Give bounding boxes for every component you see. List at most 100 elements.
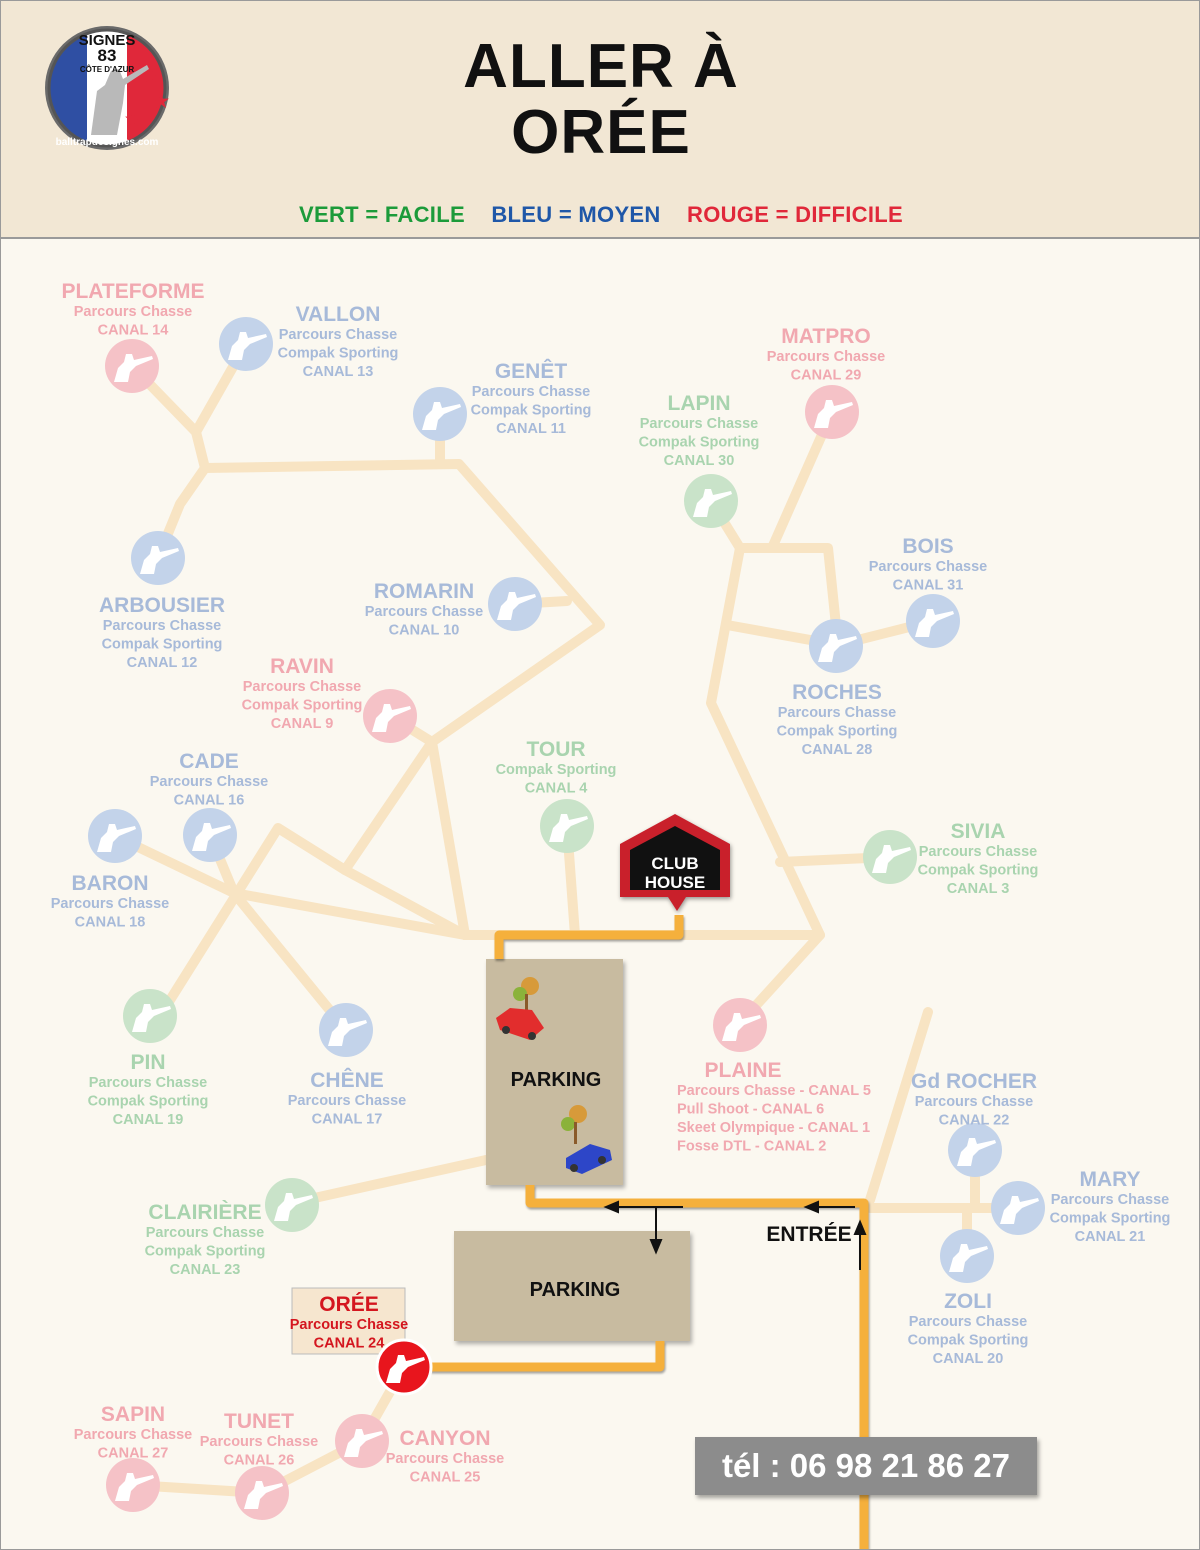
station-detail: Parcours Chasse — [150, 774, 268, 790]
legend-easy: VERT = FACILE — [299, 202, 465, 227]
shooter-icon — [372, 704, 411, 732]
station-detail: Compak Sporting — [639, 435, 760, 451]
star-icon: ★ — [143, 65, 160, 85]
shooter-icon — [722, 1013, 761, 1041]
shooter-icon — [915, 609, 954, 637]
shooter-icon — [818, 634, 857, 662]
station-detail: Compak Sporting — [242, 698, 363, 714]
shooter-icon — [97, 824, 136, 852]
station-name: SIVIA — [951, 820, 1006, 843]
blue-car-icon — [566, 1144, 612, 1174]
parking-label: PARKING — [511, 1069, 602, 1091]
shooter-icon — [344, 1429, 383, 1457]
station-detail: Compak Sporting — [908, 1333, 1029, 1349]
station-detail: Parcours Chasse — [103, 618, 221, 634]
station-detail: CANAL 12 — [127, 655, 198, 671]
station-name: PLATEFORME — [61, 280, 204, 303]
station-detail: Compak Sporting — [471, 403, 592, 419]
station-detail: CANAL 20 — [933, 1351, 1004, 1367]
header: SIGNES 83 CÔTE D'AZUR balltrapdesignes.c… — [1, 1, 1199, 239]
station-detail: Parcours Chasse — [778, 705, 896, 721]
station-detail: CANAL 17 — [312, 1112, 383, 1128]
station-name: ARBOUSIER — [99, 594, 225, 617]
station-name: RAVIN — [270, 655, 334, 678]
station-name: ROMARIN — [374, 580, 474, 603]
shooter-icon — [244, 1481, 283, 1509]
arrow-left-icon — [803, 1200, 819, 1214]
station-name: BOIS — [902, 535, 953, 558]
station-name: TUNET — [224, 1410, 294, 1433]
shooter-icon — [114, 354, 153, 382]
station-detail: Parcours Chasse — [243, 679, 361, 695]
station-detail: Parcours Chasse — [909, 1314, 1027, 1330]
shooter-icon — [872, 845, 911, 873]
station-name: TOUR — [526, 738, 585, 761]
station-name: MATPRO — [781, 325, 870, 348]
station-name: SAPIN — [101, 1403, 165, 1426]
station-detail: Compak Sporting — [1050, 1211, 1171, 1227]
legend-medium: BLEU = MOYEN — [491, 202, 661, 227]
parking-lot-1: PARKING — [486, 959, 623, 1185]
phone-number: tél : 06 98 21 86 27 — [695, 1437, 1037, 1495]
station-name: MARY — [1079, 1168, 1140, 1191]
station-name: ORÉE — [319, 1293, 379, 1316]
shooter-icon — [228, 332, 267, 360]
station-detail: Parcours Chasse - CANAL 5 — [677, 1083, 871, 1099]
station-detail: Parcours Chasse — [279, 327, 397, 343]
station-name: PIN — [130, 1051, 165, 1074]
shooter-icon — [1000, 1196, 1039, 1224]
shooter-icon — [497, 592, 536, 620]
station-detail: Parcours Chasse — [386, 1451, 504, 1467]
station-detail: Parcours Chasse — [200, 1434, 318, 1450]
station-name: CANYON — [399, 1427, 490, 1450]
logo-top-text: SIGNES — [79, 32, 136, 49]
station-detail: Parcours Chasse — [51, 896, 169, 912]
station-detail: Compak Sporting — [496, 762, 617, 778]
clubhouse-icon: CLUB HOUSE — [620, 814, 730, 911]
oree-label-box — [291, 1287, 406, 1355]
station-name: GENÊT — [495, 359, 568, 383]
station-detail: Fosse DTL - CANAL 2 — [677, 1139, 826, 1155]
station-detail: Parcours Chasse — [365, 604, 483, 620]
shooter-icon — [957, 1138, 996, 1166]
shooter-icon — [132, 1004, 171, 1032]
star-icon: ★ — [125, 109, 142, 129]
station-detail: Parcours Chasse — [915, 1094, 1033, 1110]
station-detail: CANAL 31 — [893, 578, 964, 594]
station-detail: CANAL 27 — [98, 1446, 169, 1462]
clubhouse-line1: CLUB — [651, 854, 698, 873]
station-detail: CANAL 25 — [410, 1470, 481, 1486]
station-detail: CANAL 14 — [98, 323, 169, 339]
station-detail: CANAL 9 — [271, 716, 334, 732]
station-detail: Parcours Chasse — [767, 349, 885, 365]
logo-region: CÔTE D'AZUR — [80, 65, 135, 74]
shooter-icon — [949, 1244, 988, 1272]
station-detail: CANAL 21 — [1075, 1229, 1146, 1245]
